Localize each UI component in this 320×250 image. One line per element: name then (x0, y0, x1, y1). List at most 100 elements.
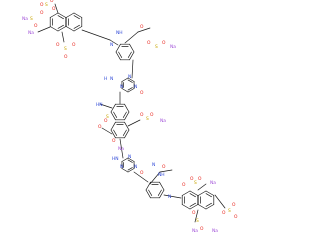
bond-lines (37, 3, 226, 223)
bond-line (54, 3, 59, 14)
bond-line (57, 24, 64, 29)
bond-line (159, 189, 165, 199)
atom-label: Na (212, 228, 218, 234)
atom-label: O (40, 10, 44, 16)
bond-line (124, 121, 130, 131)
atom-label: S (196, 218, 199, 224)
atom-label: N (110, 42, 113, 48)
bond-line (115, 43, 121, 53)
atom-label: O (140, 112, 144, 118)
bond-line (205, 193, 212, 198)
atom-label: O (192, 210, 196, 216)
bond-line (37, 26, 51, 33)
bond-line (127, 87, 133, 91)
bond-line (197, 183, 207, 191)
atom-label: O (232, 202, 236, 208)
bond-line (127, 168, 135, 173)
atom-label: O (222, 210, 226, 216)
atom-label: O (40, 2, 44, 8)
bond-line (133, 171, 149, 183)
atom-label: O (56, 42, 60, 48)
bond-line (129, 51, 135, 61)
bond-line (121, 77, 129, 82)
bond-line (127, 79, 133, 83)
bond-line (57, 15, 64, 20)
atom-label: O (98, 124, 102, 130)
atom-label: O (50, 0, 54, 4)
bond-line (157, 189, 162, 196)
bond-line (61, 31, 65, 43)
bond-line (121, 168, 129, 173)
atom-label: O (150, 112, 154, 118)
bond-line (110, 129, 116, 139)
bond-line (121, 88, 129, 93)
atom-label: S (64, 46, 67, 52)
bond-line (189, 204, 199, 210)
bond-line (101, 127, 113, 135)
bond-line (189, 193, 196, 198)
atom-label: Na (160, 118, 166, 124)
atom-label: N (168, 194, 171, 200)
bond-line (189, 202, 196, 207)
bond-line (73, 12, 83, 18)
atom-label: N (120, 84, 123, 90)
bond-line (197, 190, 207, 196)
atom-label: N (152, 162, 155, 168)
bond-line (148, 189, 153, 196)
bond-line (181, 204, 191, 210)
atom-label: O (140, 24, 144, 30)
bond-line (189, 190, 199, 196)
bond-line (122, 129, 127, 136)
atom-label: Na (28, 30, 34, 36)
atom-label: Na (22, 16, 28, 22)
bond-line (159, 181, 165, 191)
bond-line (127, 159, 133, 163)
bond-line (113, 111, 118, 118)
bond-line (194, 209, 199, 223)
atom-label: NH (158, 172, 165, 178)
atom-label: N (134, 84, 137, 90)
atom-label: NH (116, 30, 123, 36)
bond-line (131, 59, 134, 79)
atom-label: HN (112, 156, 119, 162)
bond-line (73, 26, 83, 32)
atom-label: O (72, 42, 76, 48)
bond-line (124, 111, 130, 121)
bond-line (205, 204, 215, 210)
bond-line (110, 121, 116, 131)
atom-label: O (200, 226, 204, 232)
atom-label: S (228, 208, 231, 214)
bond-line (205, 202, 212, 207)
bond-line (118, 51, 123, 58)
atom-label: O (140, 90, 144, 96)
bond-line (124, 129, 130, 139)
bond-line (127, 51, 132, 58)
atom-label: O (64, 54, 68, 60)
bond-line (81, 29, 111, 41)
bond-line (57, 26, 67, 32)
atom-label: Na (170, 44, 176, 50)
bond-line (113, 129, 118, 136)
atom-label: N (128, 74, 131, 80)
bond-line (57, 12, 67, 18)
bond-line (145, 189, 151, 199)
bond-line (127, 167, 133, 171)
bond-line (124, 31, 139, 44)
atom-label: Na (192, 228, 198, 234)
bond-line (119, 138, 124, 159)
atom-label: N (120, 164, 123, 170)
bond-line (99, 103, 113, 109)
atom-label: O (162, 40, 166, 46)
bond-line (197, 204, 207, 210)
atom-label: O (52, 6, 56, 12)
bond-line (127, 157, 135, 162)
atom-label: S (194, 180, 197, 186)
bond-line (205, 190, 215, 196)
bond-line (110, 111, 116, 121)
bond-line (65, 12, 75, 18)
atom-label: S (30, 16, 33, 22)
bond-line (127, 119, 141, 127)
atom-label: S (106, 114, 109, 120)
atom-label: Na (118, 146, 124, 152)
